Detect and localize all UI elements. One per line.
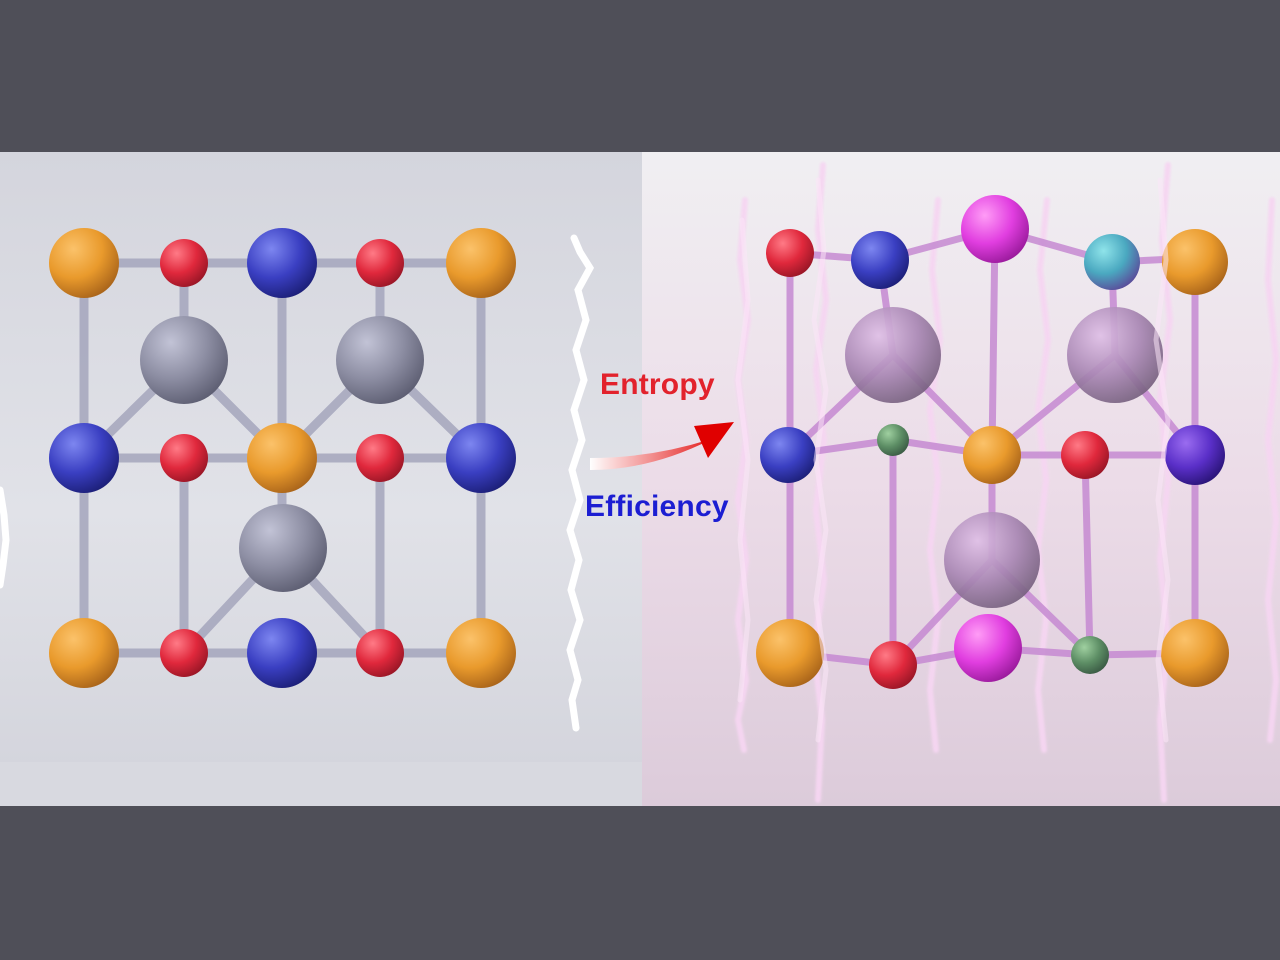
gray-atom xyxy=(239,504,327,592)
gray-purple-atom xyxy=(1067,307,1163,403)
red-atom xyxy=(356,629,404,677)
red-atom xyxy=(160,239,208,287)
orange-atom xyxy=(49,228,119,298)
blue-atom xyxy=(247,228,317,298)
orange-atom xyxy=(49,618,119,688)
orange-atom xyxy=(756,619,824,687)
blue-atom xyxy=(851,231,909,289)
orange-atom xyxy=(963,426,1021,484)
magenta-atom xyxy=(954,614,1022,682)
gray-purple-atom xyxy=(845,307,941,403)
red-atom xyxy=(1061,431,1109,479)
teal-atom xyxy=(1084,234,1140,290)
blue-atom xyxy=(247,618,317,688)
arrow-head xyxy=(694,422,734,458)
red-atom xyxy=(356,239,404,287)
orange-atom xyxy=(446,618,516,688)
green-atom xyxy=(877,424,909,456)
wavy-edge-line xyxy=(0,486,10,589)
red-atom xyxy=(869,641,917,689)
blue-atom xyxy=(760,427,816,483)
red-atom xyxy=(160,434,208,482)
left-floor xyxy=(0,762,642,806)
pink-strands-front xyxy=(735,177,1171,743)
arrow-shaft xyxy=(590,425,728,470)
right-atoms xyxy=(756,195,1229,689)
gray-atom xyxy=(140,316,228,404)
blue-atom xyxy=(49,423,119,493)
orange-atom xyxy=(1161,619,1229,687)
gray-purple-atom xyxy=(944,512,1040,608)
left-atoms xyxy=(49,228,516,688)
entropy-arrow xyxy=(590,422,734,470)
orange-atom xyxy=(446,228,516,298)
orange-atom xyxy=(247,423,317,493)
magenta-atom xyxy=(961,195,1029,263)
efficiency-label: Efficiency xyxy=(585,490,729,523)
green-atom xyxy=(1071,636,1109,674)
entropy-label: Entropy xyxy=(600,368,715,401)
orange-atom xyxy=(1162,229,1228,295)
purple-atom xyxy=(1165,425,1225,485)
red-atom xyxy=(766,229,814,277)
blue-atom xyxy=(446,423,516,493)
wavy-edge-line xyxy=(566,234,595,732)
red-atom xyxy=(160,629,208,677)
gray-atom xyxy=(336,316,424,404)
red-atom xyxy=(356,434,404,482)
